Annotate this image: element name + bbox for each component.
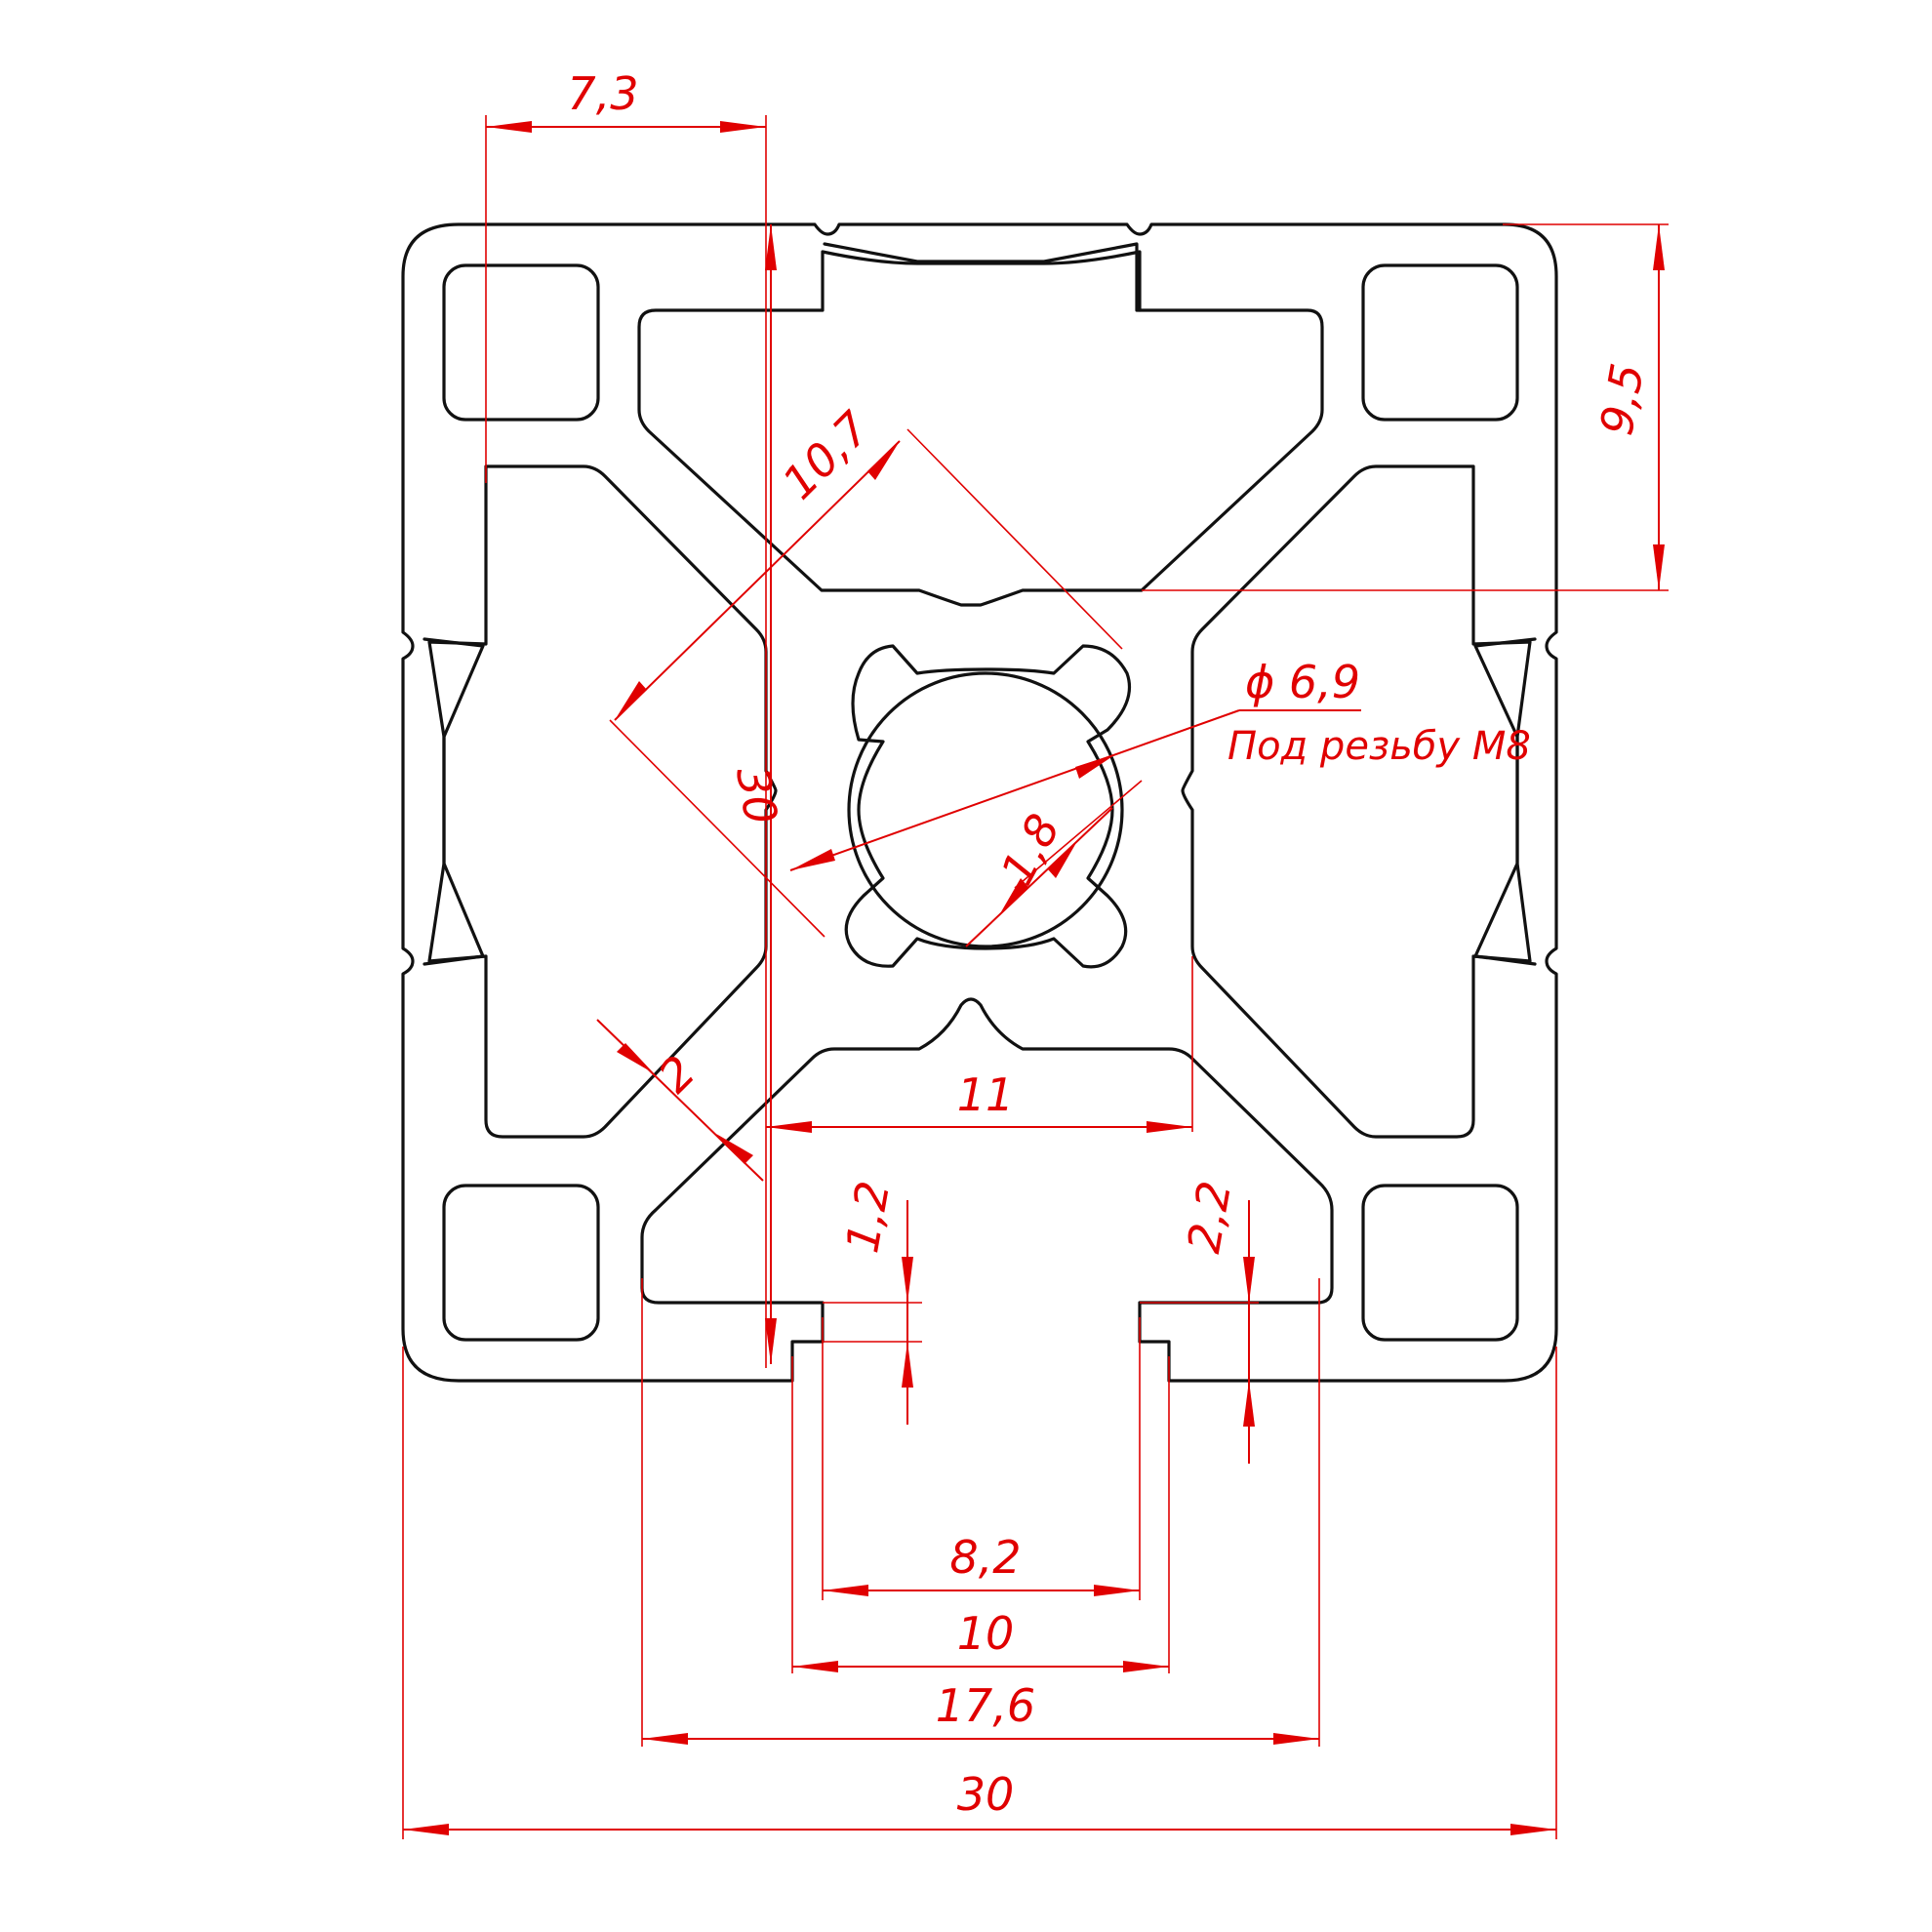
outer-contour bbox=[401, 222, 1558, 1383]
dim-lip-thickness-label: 1,2 bbox=[835, 1178, 900, 1257]
corner-pocket-br bbox=[1361, 1184, 1519, 1342]
dim-slot-depth-label: 7,3 bbox=[567, 67, 638, 120]
dim-slot-opening: 8,2 bbox=[823, 1531, 1140, 1596]
dim-slot-width-label: 17,6 bbox=[936, 1679, 1035, 1732]
top-cavity bbox=[637, 250, 1324, 607]
left-slot-relief bbox=[423, 637, 485, 966]
center-bore bbox=[844, 644, 1132, 969]
corner-pocket-bl bbox=[442, 1184, 600, 1342]
top-slot-relief bbox=[823, 242, 1142, 312]
dim-width-overall: 30 bbox=[403, 1768, 1556, 1835]
bore-circle bbox=[847, 671, 1124, 948]
dim-lip-depth: 2,2 bbox=[1177, 1178, 1255, 1464]
dim-web-thickness: 2 bbox=[596, 1019, 764, 1182]
dim-slot-offset-label: 9,5 bbox=[1590, 360, 1654, 439]
dim-lip-depth-label: 2,2 bbox=[1177, 1178, 1241, 1257]
corner-pocket-tr bbox=[1361, 263, 1519, 422]
dim-web-thickness-label: 2 bbox=[648, 1045, 705, 1103]
corner-pocket-tl bbox=[442, 263, 600, 422]
dim-width-overall-label: 30 bbox=[957, 1768, 1015, 1821]
right-cavity bbox=[1181, 464, 1532, 1139]
dim-slot-inner-label: 10 bbox=[957, 1607, 1015, 1660]
dim-core-width-label: 11 bbox=[957, 1068, 1015, 1121]
dim-slot-opening-label: 8,2 bbox=[949, 1531, 1021, 1584]
dim-slot-depth: 7,3 bbox=[486, 67, 766, 133]
dim-core-width: 11 bbox=[766, 1068, 1192, 1133]
profile-outline bbox=[401, 222, 1558, 1383]
dim-diagonal-label: 10,7 bbox=[772, 401, 880, 509]
dim-slot-offset: 9,5 bbox=[1590, 224, 1665, 590]
dim-web-small: 1,8 bbox=[965, 780, 1143, 947]
dim-lip-thickness: 1,2 bbox=[835, 1178, 913, 1425]
dim-height-overall-label: 30 bbox=[726, 763, 787, 828]
dimension-layer: 7,3 30 9,5 10,7 bbox=[402, 67, 1669, 1839]
dim-slot-width: 17,6 bbox=[642, 1679, 1319, 1745]
left-cavity bbox=[427, 464, 778, 1139]
thread-note: Под резьбу М8 bbox=[1228, 724, 1531, 769]
dim-bore-diameter-label: ϕ 6,9 bbox=[1245, 656, 1360, 708]
dim-height-overall: 30 bbox=[726, 224, 787, 1364]
right-slot-relief bbox=[1473, 637, 1537, 966]
dim-bore-diameter: ϕ 6,9 Под резьбу М8 bbox=[789, 656, 1531, 871]
dim-slot-inner: 10 bbox=[792, 1607, 1169, 1672]
dim-web-small-label: 1,8 bbox=[990, 806, 1070, 894]
